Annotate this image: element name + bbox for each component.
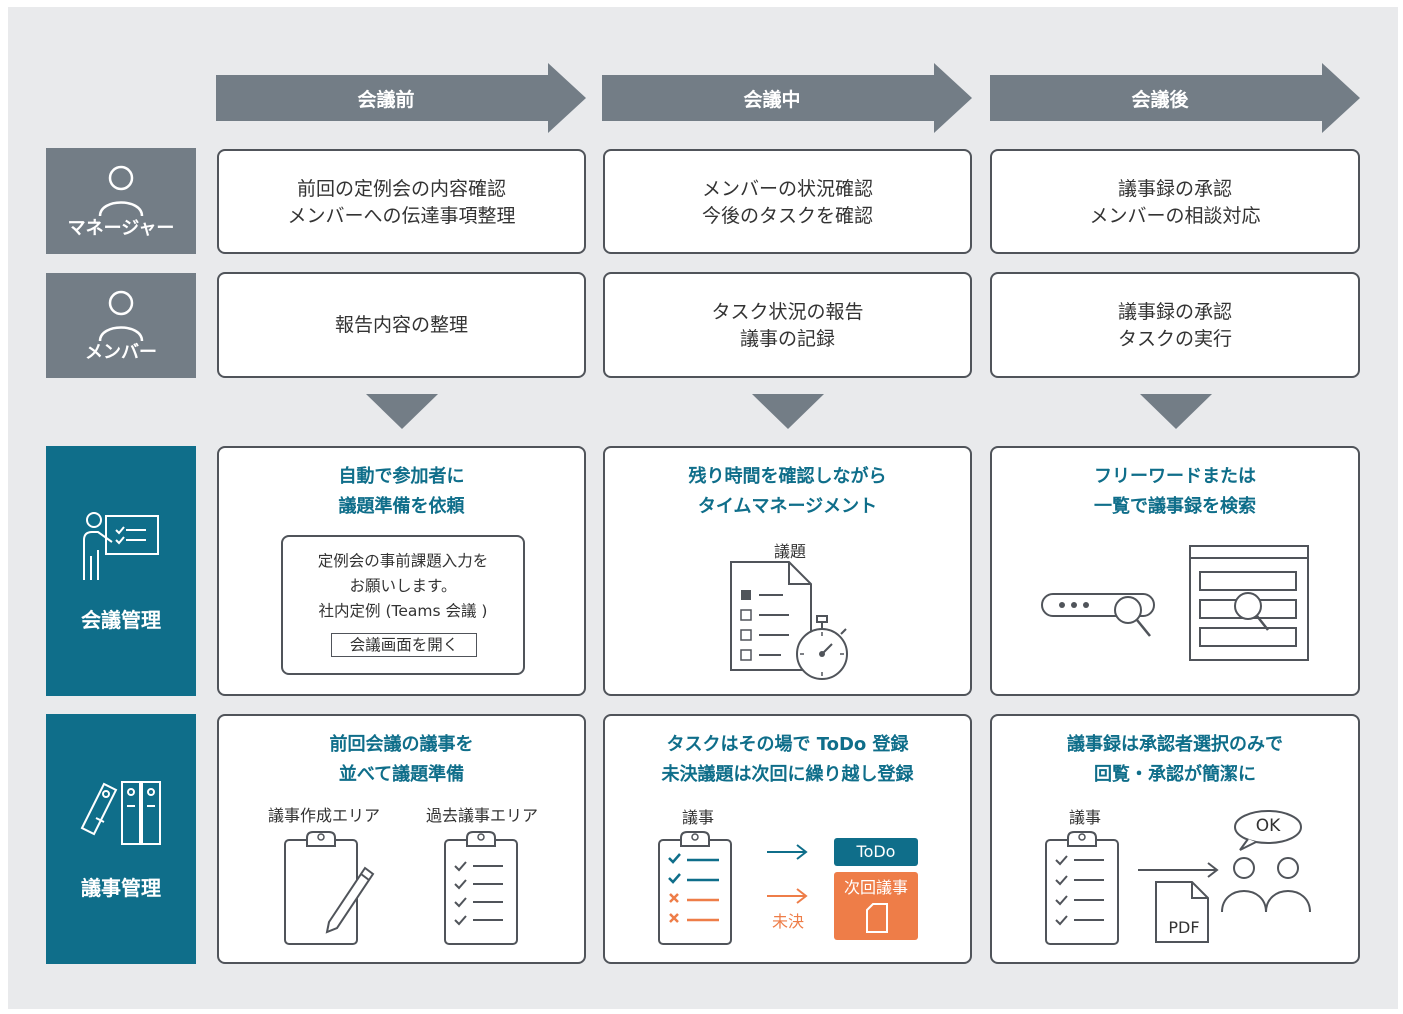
person-icon bbox=[98, 165, 144, 217]
feature-approval: 議事録は承認者選択のみで 回覧・承認が簡潔に 議事 PDF bbox=[990, 714, 1360, 964]
down-arrow-icon bbox=[752, 394, 824, 429]
task-text: 報告内容の整理 bbox=[334, 314, 468, 336]
task-text: 議事録の承認 bbox=[1117, 178, 1232, 200]
feature-title: タイムマネージメント bbox=[697, 496, 878, 517]
minutes-caption: 議事 bbox=[681, 808, 714, 827]
task-text: タスクの実行 bbox=[1117, 328, 1232, 350]
role-member: メンバー bbox=[46, 273, 196, 378]
notice-line: 社内定例 (Teams 会議 ) bbox=[318, 602, 488, 620]
notice-line: お願いします。 bbox=[349, 577, 457, 595]
manager-task-before: 前回の定例会の内容確認 メンバーへの伝達事項整理 bbox=[217, 149, 586, 254]
pdf-label: PDF bbox=[1168, 918, 1200, 937]
speech-bubble-icon bbox=[1234, 810, 1302, 851]
down-arrow-icon bbox=[366, 394, 438, 429]
task-text: 議事録の承認 bbox=[1117, 301, 1232, 323]
arrow-right-icon bbox=[767, 888, 808, 904]
task-text: メンバーへの伝達事項整理 bbox=[287, 205, 516, 227]
users-icon bbox=[1221, 857, 1311, 913]
todo-tag: ToDo bbox=[834, 838, 918, 866]
binders-icon bbox=[80, 781, 161, 845]
next-agenda-tag: 次回議事 bbox=[834, 872, 918, 940]
phase-arrow-before: 会議前 bbox=[216, 63, 588, 133]
phase-arrow-after: 会議後 bbox=[990, 63, 1362, 133]
stopwatch-icon bbox=[796, 615, 848, 680]
minutes-caption: 議事 bbox=[1068, 808, 1101, 827]
role-label-manager: マネージャー bbox=[67, 218, 175, 239]
feature-title: 前回会議の議事を bbox=[329, 734, 474, 755]
manager-task-during: メンバーの状況確認 今後のタスクを確認 bbox=[603, 149, 972, 254]
member-task-during: タスク状況の報告 議事の記録 bbox=[603, 272, 972, 378]
pdf-icon bbox=[1155, 881, 1209, 943]
system-minutes-management: 議事管理 bbox=[46, 714, 196, 964]
notification-card: 定例会の事前課題入力を お願いします。 社内定例 (Teams 会議 ) 会議画… bbox=[281, 535, 525, 675]
feature-title: 議事録は承認者選択のみで bbox=[1067, 734, 1283, 755]
feature-title: 自動で参加者に bbox=[338, 466, 465, 487]
feature-title: 回覧・承認が簡潔に bbox=[1094, 764, 1256, 785]
arrow-right-icon bbox=[1138, 862, 1219, 878]
feature-title: フリーワードまたは bbox=[1094, 466, 1256, 487]
clipboard-icon bbox=[444, 831, 518, 945]
down-arrow-icon bbox=[1140, 394, 1212, 429]
feature-title: 残り時間を確認しながら bbox=[688, 466, 887, 487]
past-area-caption: 過去議事エリア bbox=[425, 806, 538, 825]
system-meeting-management: 会議管理 bbox=[46, 446, 196, 696]
feature-title: タスクはその場で ToDo 登録 bbox=[666, 734, 909, 755]
phase-label-after: 会議後 bbox=[1131, 89, 1189, 111]
document-icon bbox=[866, 903, 888, 933]
role-label-member: メンバー bbox=[85, 342, 157, 363]
phase-arrow-during: 会議中 bbox=[602, 63, 974, 133]
feature-search-minutes: フリーワードまたは 一覧で議事録を検索 bbox=[990, 446, 1360, 696]
task-text: メンバーの相談対応 bbox=[1089, 205, 1261, 227]
feature-todo-registration: タスクはその場で ToDo 登録 未決議題は次回に繰り越し登録 議事 未決 To… bbox=[603, 714, 972, 964]
task-text: メンバーの状況確認 bbox=[701, 178, 873, 200]
next-agenda-label: 次回議事 bbox=[843, 878, 908, 897]
create-area-caption: 議事作成エリア bbox=[267, 806, 380, 825]
task-text: 議事の記録 bbox=[739, 328, 835, 350]
member-task-after: 議事録の承認 タスクの実行 bbox=[990, 272, 1360, 378]
person-icon bbox=[98, 290, 144, 342]
system-label-meeting: 会議管理 bbox=[81, 608, 161, 632]
feature-title: 並べて議題準備 bbox=[338, 764, 465, 785]
feature-title: 議題準備を依頼 bbox=[338, 496, 465, 517]
task-text: タスク状況の報告 bbox=[711, 301, 864, 323]
clipboard-icon bbox=[658, 831, 732, 945]
feature-title: 未決議題は次回に繰り越し登録 bbox=[661, 764, 914, 785]
agenda-caption: 議題 bbox=[773, 542, 806, 561]
search-icon bbox=[1041, 593, 1155, 637]
feature-time-management: 残り時間を確認しながら タイムマネージメント 議題 bbox=[603, 446, 972, 696]
clipboard-icon bbox=[1045, 831, 1119, 945]
system-label-minutes: 議事管理 bbox=[81, 876, 161, 900]
manager-task-after: 議事録の承認 メンバーの相談対応 bbox=[990, 149, 1360, 254]
presenter-icon bbox=[83, 512, 159, 580]
ok-label: OK bbox=[1255, 816, 1281, 836]
feature-agenda-prep: 前回会議の議事を 並べて議題準備 議事作成エリア 過去議事エリア bbox=[217, 714, 586, 964]
role-manager: マネージャー bbox=[46, 148, 196, 254]
checklist-icon bbox=[730, 561, 812, 671]
task-text: 前回の定例会の内容確認 bbox=[296, 178, 506, 200]
task-text: 今後のタスクを確認 bbox=[701, 205, 873, 227]
undecided-label: 未決 bbox=[771, 912, 804, 931]
pen-icon bbox=[325, 866, 375, 934]
member-task-before: 報告内容の整理 bbox=[217, 272, 586, 378]
open-meeting-button[interactable]: 会議画面を開く bbox=[331, 633, 477, 657]
phase-label-during: 会議中 bbox=[743, 89, 801, 111]
notice-line: 定例会の事前課題入力を bbox=[317, 552, 489, 570]
feature-auto-request: 自動で参加者に 議題準備を依頼 定例会の事前課題入力を お願いします。 社内定例… bbox=[217, 446, 586, 696]
clipboard-icon bbox=[284, 831, 375, 945]
arrow-right-icon bbox=[767, 844, 808, 860]
phase-label-before: 会議前 bbox=[357, 89, 415, 111]
feature-title: 一覧で議事録を検索 bbox=[1094, 496, 1256, 517]
document-icon bbox=[1189, 545, 1309, 661]
